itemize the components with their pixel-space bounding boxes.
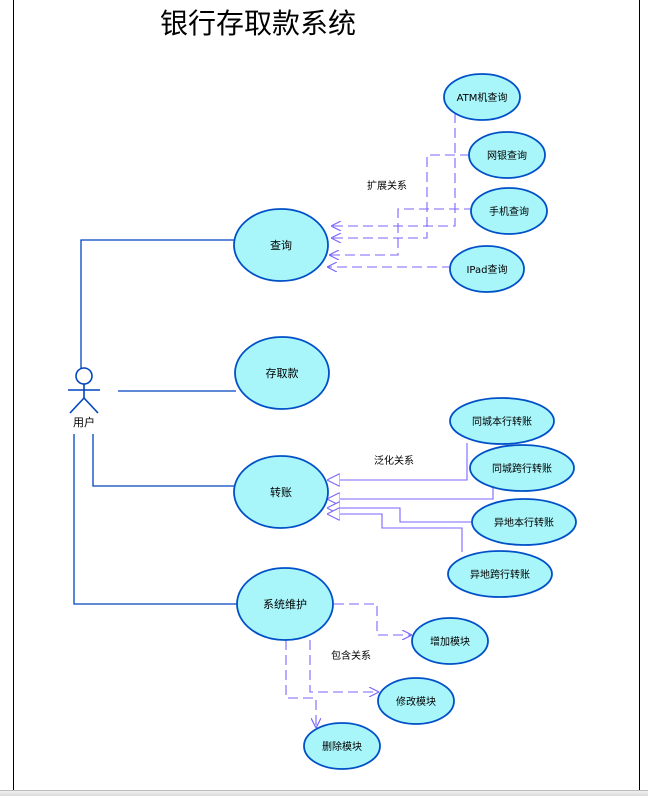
usecase-delete-module-label: 删除模块 <box>322 740 362 753</box>
include-relation-label: 包含关系 <box>331 649 371 662</box>
usecase-local-same-bank[interactable]: 同城本行转账 <box>449 397 555 445</box>
usecase-modify-module-label: 修改模块 <box>396 695 436 708</box>
extend-mobile <box>330 208 474 255</box>
frame-bottom-bar <box>0 790 648 796</box>
include-delete <box>285 640 316 727</box>
usecase-transfer[interactable]: 转账 <box>233 455 329 529</box>
usecase-delete-module[interactable]: 删除模块 <box>303 722 381 770</box>
usecase-local-cross-bank[interactable]: 同城跨行转账 <box>469 444 575 492</box>
generalize-lines <box>328 443 494 552</box>
usecase-maintenance[interactable]: 系统维护 <box>236 567 334 641</box>
usecase-local-same-bank-label: 同城本行转账 <box>472 415 532 428</box>
usecase-remote-same-bank-label: 异地本行转账 <box>494 516 554 529</box>
usecase-netbank-query-label: 网银查询 <box>487 149 527 162</box>
usecase-maintenance-label: 系统维护 <box>263 597 307 611</box>
usecase-query[interactable]: 查询 <box>233 208 329 282</box>
usecase-remote-cross-bank-label: 异地跨行转账 <box>470 568 530 581</box>
gen-remote-same <box>328 508 473 523</box>
usecase-mobile-query-label: 手机查询 <box>489 205 529 218</box>
usecase-add-module-label: 增加模块 <box>430 635 470 648</box>
usecase-add-module[interactable]: 增加模块 <box>411 617 489 665</box>
gen-local-same <box>328 443 468 480</box>
usecase-ipad-query-label: IPad查询 <box>466 263 507 276</box>
usecase-local-cross-bank-label: 同城跨行转账 <box>492 462 552 475</box>
extend-netbank <box>332 154 470 238</box>
usecase-query-label: 查询 <box>270 238 292 252</box>
extend-atm <box>332 113 456 226</box>
usecase-atm-query[interactable]: ATM机查询 <box>443 73 521 121</box>
actor-label: 用户 <box>73 415 95 429</box>
frame-right-border <box>639 0 640 795</box>
usecase-transfer-label: 转账 <box>270 485 292 499</box>
diagram-title: 银行存取款系统 <box>160 7 357 40</box>
usecase-modify-module[interactable]: 修改模块 <box>377 677 455 725</box>
include-lines <box>285 603 411 727</box>
actor-user[interactable]: 用户 <box>68 367 100 429</box>
usecase-remote-cross-bank[interactable]: 异地跨行转账 <box>447 550 553 598</box>
include-add <box>334 603 411 635</box>
associations <box>73 239 238 605</box>
usecase-deposit[interactable]: 存取款 <box>234 336 330 410</box>
actor-left-leg <box>69 397 85 414</box>
extend-relation-label: 扩展关系 <box>367 179 407 192</box>
generalize-relation-label: 泛化关系 <box>374 454 414 467</box>
actor-head <box>75 367 93 385</box>
actor-right-leg <box>83 397 99 414</box>
gen-remote-cross <box>328 514 463 552</box>
usecase-mobile-query[interactable]: 手机查询 <box>470 187 548 235</box>
usecase-atm-query-label: ATM机查询 <box>457 91 508 104</box>
include-modify <box>309 640 378 692</box>
assoc-maintenance <box>73 434 238 605</box>
usecase-ipad-query[interactable]: IPad查询 <box>449 245 525 293</box>
usecase-deposit-label: 存取款 <box>266 366 299 380</box>
assoc-transfer <box>92 434 234 487</box>
usecase-remote-same-bank[interactable]: 异地本行转账 <box>471 498 577 546</box>
assoc-query <box>80 239 234 368</box>
usecase-netbank-query[interactable]: 网银查询 <box>468 131 546 179</box>
extend-lines <box>328 113 474 267</box>
frame-left-border <box>13 0 14 795</box>
gen-local-cross <box>328 488 494 499</box>
